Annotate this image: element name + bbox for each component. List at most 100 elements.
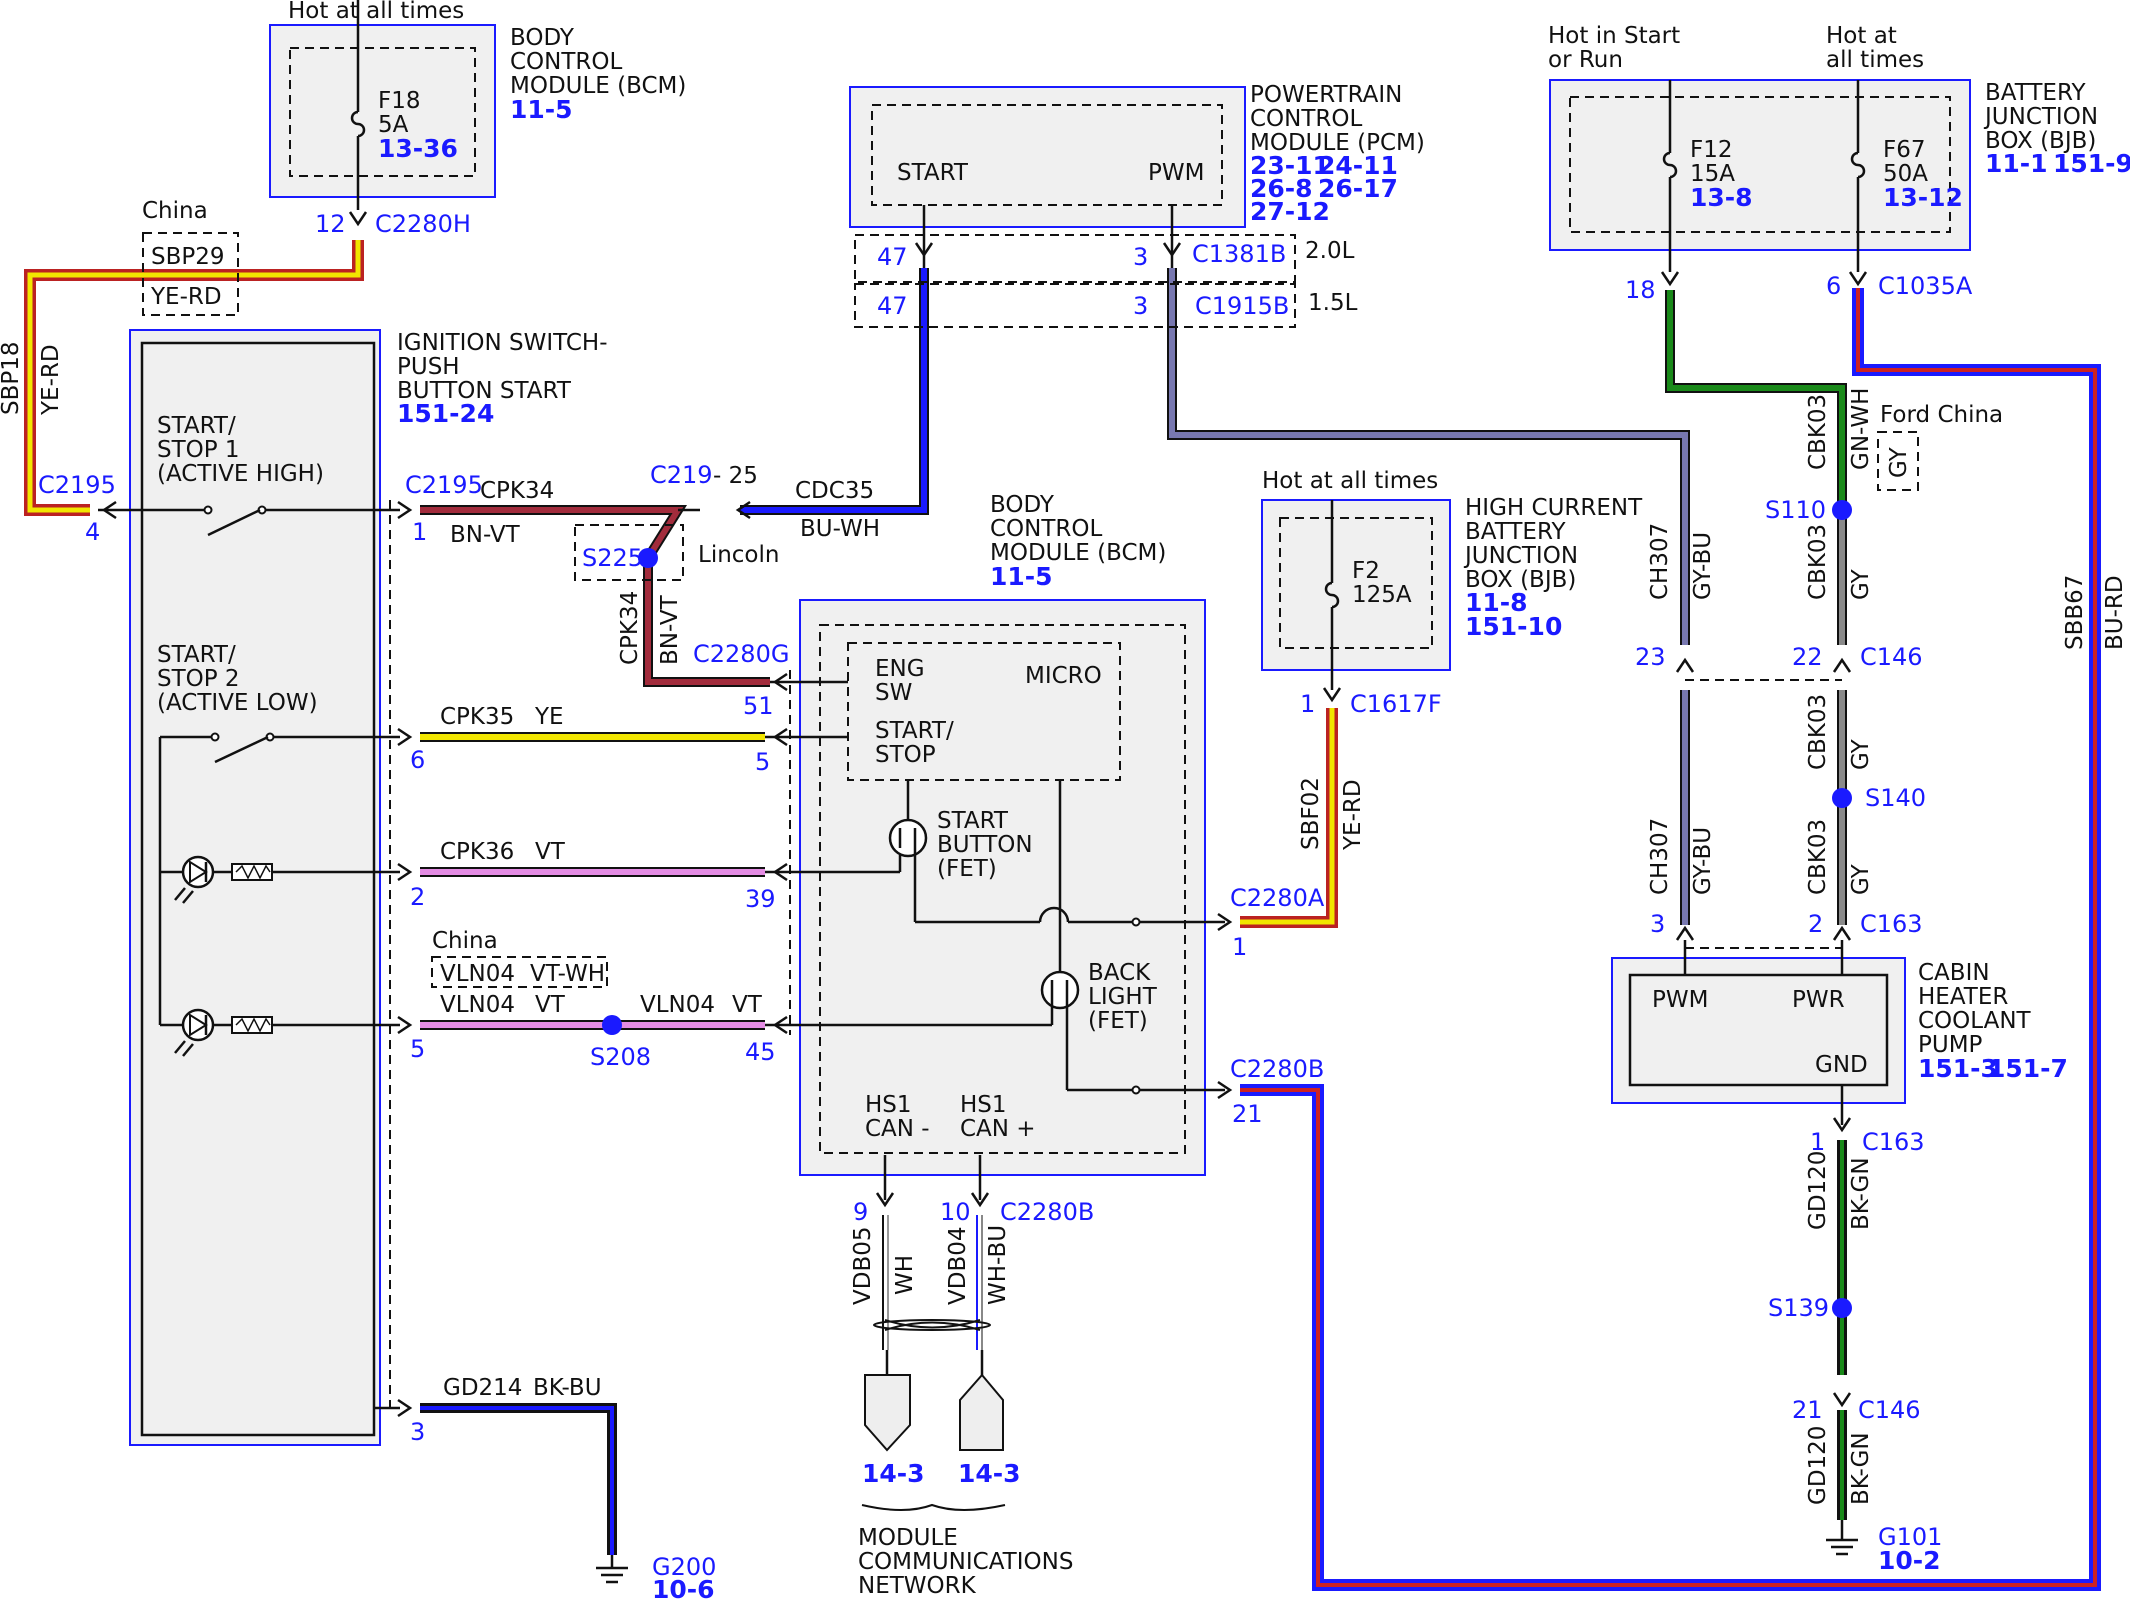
bcm-hs1-plus-2: CAN +	[960, 1116, 1036, 1142]
pump-pin-pwm: PWM	[1652, 987, 1708, 1013]
c1381b: C1381B	[1192, 240, 1286, 268]
pump-pin-gnd: GND	[1815, 1052, 1868, 1078]
ign-label-2: PUSH	[397, 354, 460, 380]
c1035a: C1035A	[1878, 272, 1973, 300]
wire-sbf02-id: SBF02	[1298, 777, 1324, 850]
splice-s110: S110	[1765, 496, 1826, 524]
bcm-mid-label-1: BODY	[990, 492, 1055, 518]
c163-top-pin-a: 3	[1650, 910, 1665, 938]
bcm-top-module: BODY CONTROL MODULE (BCM) 11-5	[269, 24, 686, 198]
bjb-module: BATTERY JUNCTION BOX (BJB) 11-1 151-9	[1549, 79, 2130, 251]
wire-ch307-a-id: CH307	[1647, 523, 1673, 600]
hcbjb-label-1: HIGH CURRENT	[1465, 495, 1643, 521]
pcm-label-1: POWERTRAIN	[1250, 82, 1402, 108]
bjb-label-1: BATTERY	[1985, 80, 2086, 106]
splice-s139: S139	[1768, 1294, 1829, 1322]
wire-vln04-a-color: VT	[535, 992, 566, 1018]
bcm-startbtn-2: BUTTON	[937, 832, 1033, 858]
fuse-f12-rating: 15A	[1690, 161, 1735, 187]
wire-vdb04-color: WH-BU	[985, 1225, 1011, 1305]
wire-cbk03-c-id: CBK03	[1805, 694, 1831, 770]
wire-cbk03-b-color: GY	[1848, 568, 1874, 600]
pcm-module: START PWM POWERTRAIN CONTROL MODULE (PCM…	[849, 82, 1425, 228]
c1915b-pin-b: 3	[1133, 292, 1148, 320]
fuse-f18-hot: Hot at all times	[288, 0, 464, 24]
fuse-f67-rating: 50A	[1883, 161, 1928, 187]
ignition-internal-circuit	[98, 500, 400, 1415]
c2280g: C2280G	[693, 640, 789, 668]
wire-cpk34-v-id: CPK34	[617, 591, 643, 665]
bcm-pin-39: 39	[745, 885, 776, 913]
hcbjb-label-3: JUNCTION	[1463, 543, 1578, 569]
hcbjb-label-2: BATTERY	[1465, 519, 1566, 545]
bjb-ref-2: 151-9	[2053, 149, 2130, 178]
pcm-ref-2: 24-11	[1318, 151, 1398, 180]
ground-g101-ref: 10-2	[1878, 1546, 1941, 1575]
c2280b: C2280B	[1230, 1055, 1324, 1083]
bcm-mid-ref: 11-5	[990, 562, 1053, 591]
bjb-label-2: JUNCTION	[1983, 104, 2098, 130]
bcm-top-label-3: MODULE (BCM)	[510, 73, 686, 99]
splice-s225-dot	[638, 548, 658, 568]
bcm-backlight-2: LIGHT	[1088, 984, 1158, 1010]
splice-s140-dot	[1832, 788, 1852, 808]
fuse-f67-hot-2: all times	[1826, 47, 1924, 73]
ign-s1-line2: STOP 1	[157, 437, 240, 463]
wire-vln04-b-id: VLN04	[640, 992, 715, 1018]
pump-module: PWM PWR GND CABIN HEATER COOLANT PUMP 15…	[1611, 957, 2068, 1104]
fuse-f12-hot-2: or Run	[1548, 47, 1623, 73]
fuse-f18-ref: 13-36	[378, 134, 458, 163]
c163-bottom-pin: 1	[1810, 1128, 1825, 1156]
wire-cpk34-v-color: BN-VT	[657, 594, 683, 665]
fuse-f12-name: F12	[1690, 137, 1733, 163]
c1617f-pin: 1	[1300, 690, 1315, 718]
bcm-startstop-1: START/	[875, 718, 954, 744]
c2280b-pin: 21	[1232, 1100, 1263, 1128]
ign-pin-3: 3	[410, 1418, 425, 1446]
c2280b-bottom: C2280B	[1000, 1198, 1094, 1226]
fuse-f18: Hot at all times F18 5A 13-36	[288, 0, 464, 210]
wire-gd214-id: GD214	[443, 1375, 522, 1401]
ign-s2-line3: (ACTIVE LOW)	[157, 690, 318, 716]
wire-cbk03-d-id: CBK03	[1805, 819, 1831, 895]
bcm-startbtn-1: START	[937, 808, 1009, 834]
bcm-internal-circuit	[765, 670, 1225, 1095]
wire-vdb05-id: VDB05	[850, 1227, 876, 1306]
pump-label-1: CABIN	[1918, 960, 1990, 986]
wire-sbb67-color: BU-RD	[2102, 575, 2128, 650]
bcm-mid-module: ENG SW MICRO START/ STOP START BUTTON (F…	[799, 492, 1206, 1176]
wire-vln04-b-color: VT	[732, 992, 763, 1018]
wire-cbk03-c-color: GY	[1848, 738, 1874, 770]
c1381b-pin-a: 47	[877, 243, 908, 271]
connector-marks	[101, 211, 1868, 1584]
wire-cdc35: CDC35 BU-WH	[740, 205, 929, 542]
wire-gy-china: GY	[1886, 446, 1912, 478]
wire-cbk03-d-color: GY	[1848, 863, 1874, 895]
c2280h: C2280H	[375, 210, 471, 238]
can-pin-9: 9	[853, 1198, 868, 1226]
splice-s139-dot	[1832, 1298, 1852, 1318]
pcm-ref-3: 26-8	[1250, 174, 1313, 203]
fuse-f18-name: F18	[378, 88, 421, 114]
c163-bottom: C163	[1862, 1128, 1925, 1156]
wire-ford-china: Ford China	[1880, 402, 2003, 428]
bcm-hs1-minus-1: HS1	[865, 1092, 912, 1118]
pcm-pin-start: START	[897, 160, 969, 186]
ign-s1-line3: (ACTIVE HIGH)	[157, 461, 324, 487]
c146-bottom-pin: 21	[1792, 1396, 1823, 1424]
fuse-f2-rating: 125A	[1352, 582, 1412, 608]
net-label-3: NETWORK	[858, 1573, 977, 1599]
wire-cpk34-color: BN-VT	[450, 522, 521, 548]
ign-s2-line2: STOP 2	[157, 666, 240, 692]
wire-sbp18-color: YE-RD	[38, 344, 64, 416]
bcm-backlight-3: (FET)	[1088, 1008, 1148, 1034]
fuse-f2: Hot at all times F2 125A	[1262, 468, 1438, 690]
c2195-right: C2195	[405, 471, 483, 499]
wire-sbf02-color: YE-RD	[1340, 779, 1366, 851]
bcm-hs1-minus-2: CAN -	[865, 1116, 930, 1142]
wire-cbk03-a-color: GN-WH	[1848, 388, 1874, 470]
c163-top-pin-b: 2	[1808, 910, 1823, 938]
c219-pin: - 25	[713, 463, 758, 489]
wire-gd120-b-color: BK-GN	[1848, 1432, 1874, 1505]
pump-ref-1: 151-3	[1918, 1054, 1998, 1083]
